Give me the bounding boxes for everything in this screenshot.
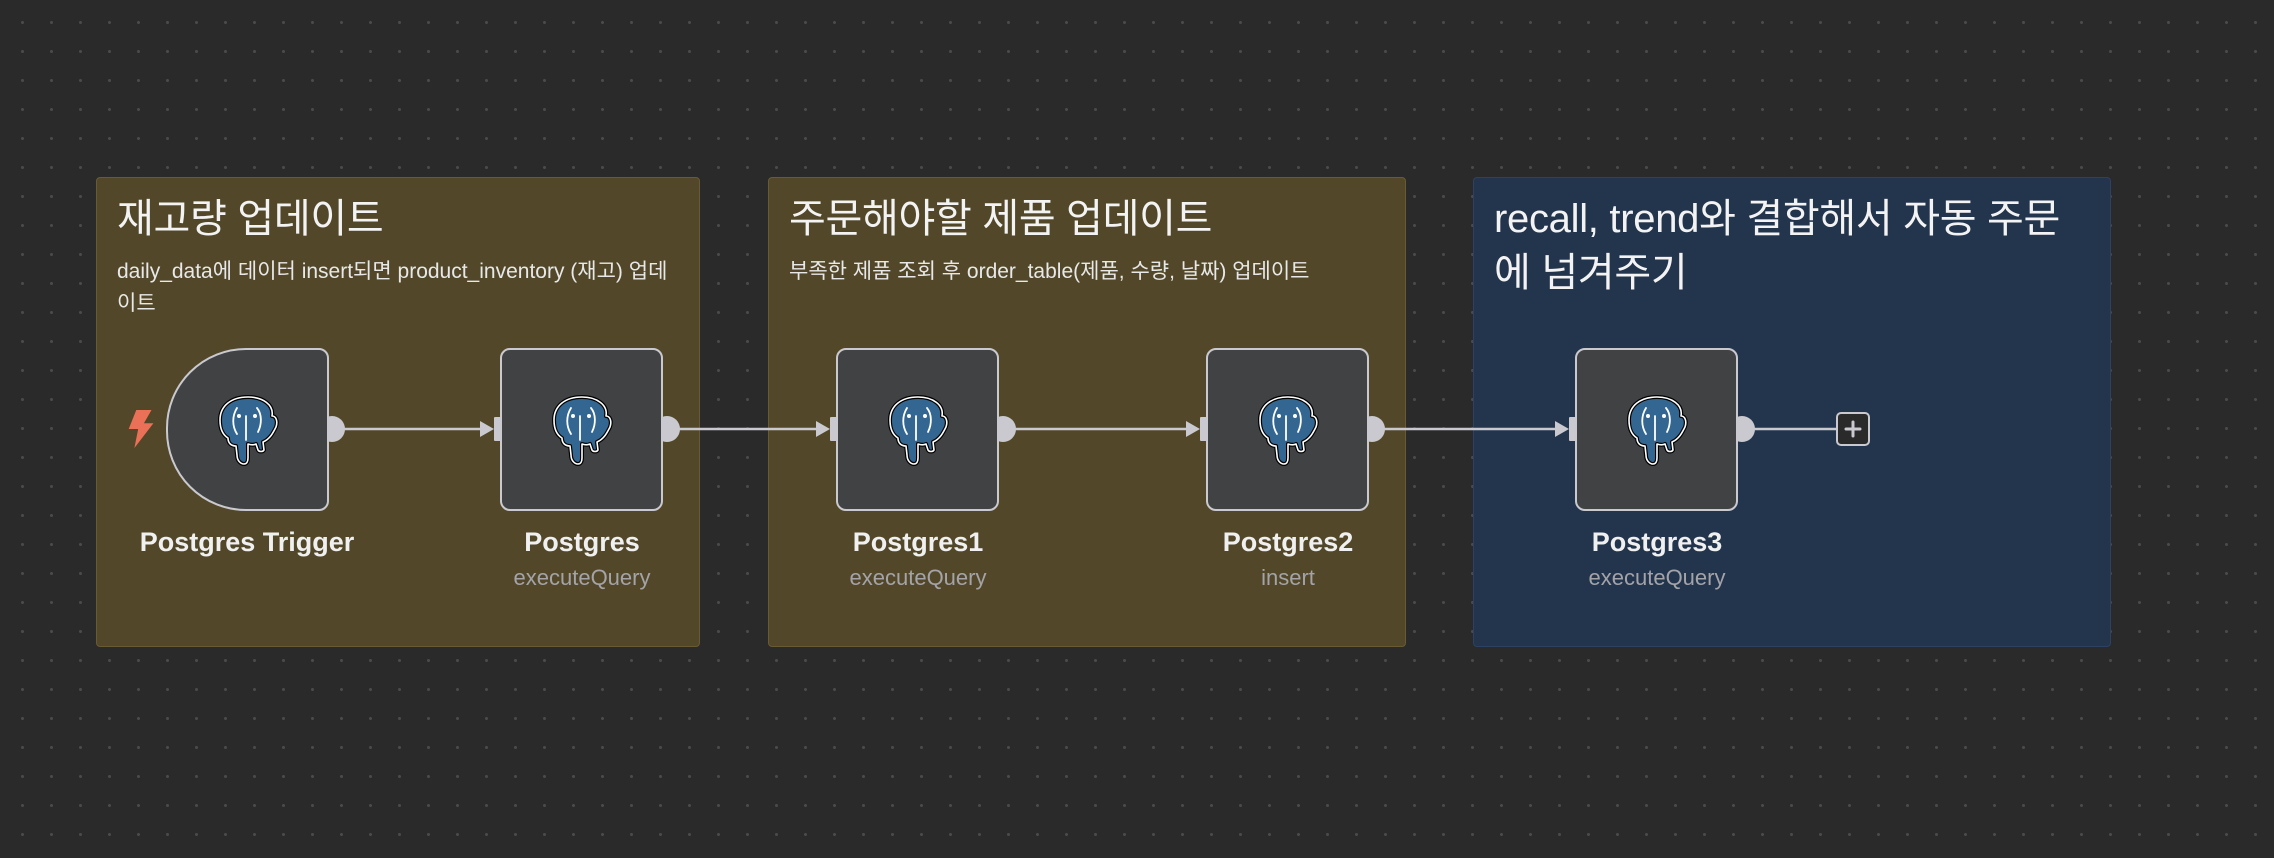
node-postgres2[interactable] (1206, 348, 1369, 511)
node-operation: insert (1261, 565, 1315, 590)
sticky-note-body: 부족한 제품 조회 후 order_table(제품, 수량, 날짜) 업데이트 (789, 260, 1310, 283)
node-operation: executeQuery (513, 565, 651, 590)
connection-arrowhead (1186, 421, 1200, 437)
postgres-elephant-icon (1626, 394, 1688, 466)
node-label: Postgres1 (852, 527, 984, 557)
node-operation: executeQuery (1588, 565, 1726, 590)
node-label: Postgres Trigger (139, 527, 355, 557)
connection-arrowhead (816, 421, 830, 437)
add-node-button[interactable] (1836, 412, 1870, 446)
sticky-note-title: 주문해야할 제품 업데이트 (789, 197, 1213, 241)
node-postgres3[interactable] (1575, 348, 1738, 511)
sticky-note-title: 재고량 업데이트 (117, 197, 384, 241)
node-operation: executeQuery (849, 565, 987, 590)
node-label: Postgres (524, 527, 640, 557)
sticky-note-title: recall, trend와 결합해서 자동 주문에 넘겨주기 (1494, 197, 2061, 295)
postgres-elephant-icon (1257, 394, 1319, 466)
node-postgres[interactable] (500, 348, 663, 511)
node-postgres-trigger[interactable] (166, 348, 329, 511)
connection-arrowhead (480, 421, 494, 437)
lightning-bolt-icon (128, 410, 154, 448)
node-postgres1[interactable] (836, 348, 999, 511)
postgres-elephant-icon (887, 394, 949, 466)
node-label: Postgres2 (1222, 527, 1354, 557)
plus-icon (1844, 420, 1862, 438)
connection-arrowhead (1555, 421, 1569, 437)
postgres-elephant-icon (217, 394, 279, 466)
sticky-note-body: daily_data에 데이터 insert되면 product_invento… (117, 260, 668, 315)
node-label: Postgres3 (1591, 527, 1723, 557)
postgres-elephant-icon (551, 394, 613, 466)
